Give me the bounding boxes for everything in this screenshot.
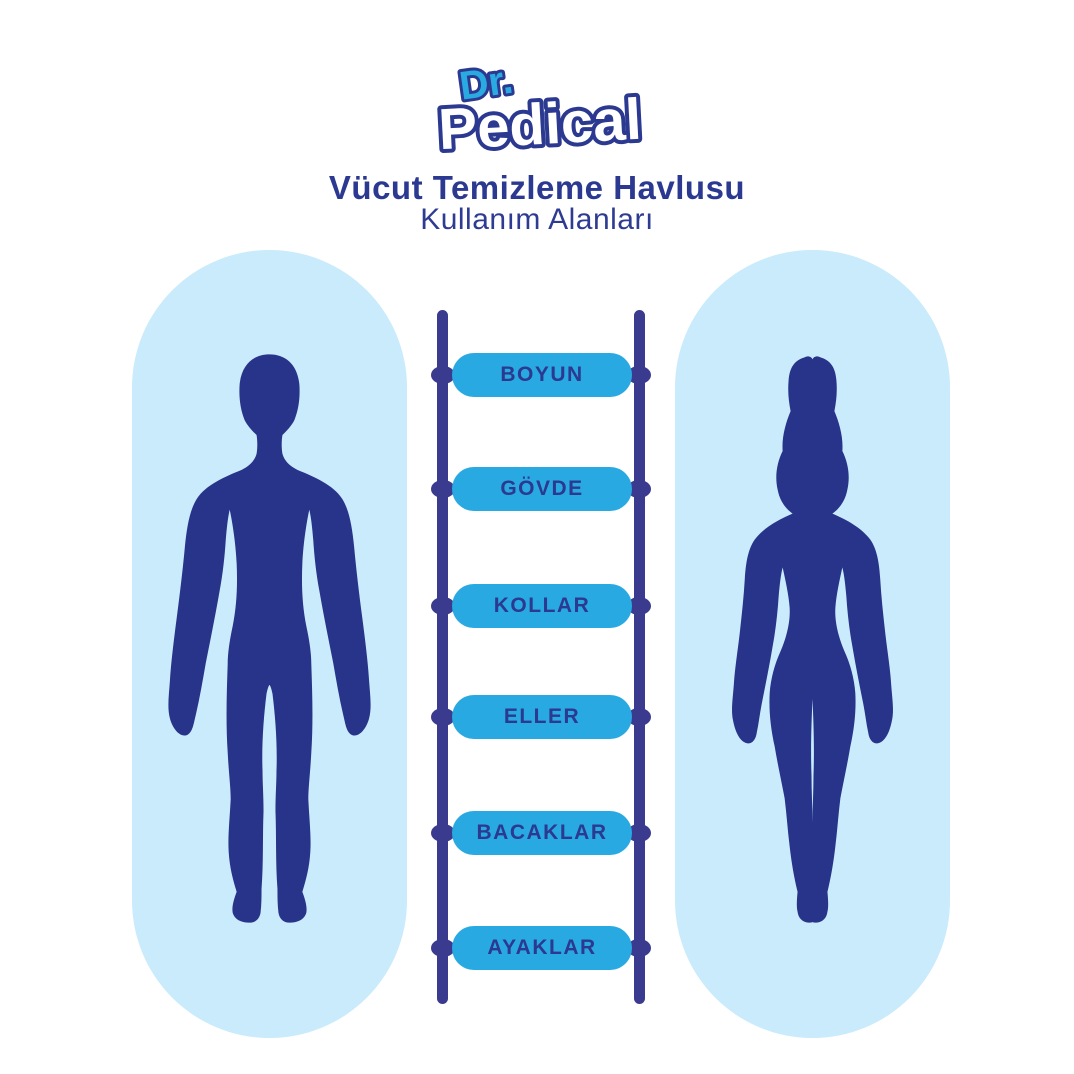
rung-knob-left <box>431 366 455 384</box>
usage-pill-label: BACAKLAR <box>476 821 608 844</box>
usage-pill-label: KOLLAR <box>493 594 591 617</box>
rung-knob-left <box>431 939 455 957</box>
rung-knob-right <box>627 480 651 498</box>
rung-knob-right <box>627 366 651 384</box>
usage-pill-govde: GÖVDE <box>452 467 632 511</box>
page-title: Vücut Temizleme Havlusu <box>328 169 746 206</box>
usage-pill-label: ELLER <box>503 705 581 728</box>
usage-pill-kollar: KOLLAR <box>452 584 632 628</box>
female-figure <box>732 356 893 923</box>
logo-brand-text: Pedical <box>437 87 643 163</box>
rung-knob-right <box>627 824 651 842</box>
logo-dr-text: Dr. <box>457 58 516 109</box>
usage-pill-label: GÖVDE <box>500 477 584 500</box>
rung-knob-right <box>627 939 651 957</box>
male-figure <box>168 354 371 923</box>
ladder-rail-right <box>634 310 645 1004</box>
female-silhouette <box>732 356 893 923</box>
usage-pill-label: BOYUN <box>500 363 584 386</box>
rung-knob-left <box>431 708 455 726</box>
page-subtitle: Kullanım Alanları <box>420 203 654 236</box>
rung-knob-right <box>627 708 651 726</box>
usage-pill-ayaklar: AYAKLAR <box>452 926 632 970</box>
usage-pill-bacaklar: BACAKLAR <box>452 811 632 855</box>
male-silhouette <box>168 354 371 923</box>
rung-knob-right <box>627 597 651 615</box>
usage-pill-label: AYAKLAR <box>487 936 597 959</box>
rung-knob-left <box>431 480 455 498</box>
rung-knob-left <box>431 824 455 842</box>
usage-pill-boyun: BOYUN <box>452 353 632 397</box>
usage-pill-eller: ELLER <box>452 695 632 739</box>
ladder-rail-left <box>437 310 448 1004</box>
brand-logo: Dr. Pedical <box>433 55 647 166</box>
rung-knob-left <box>431 597 455 615</box>
